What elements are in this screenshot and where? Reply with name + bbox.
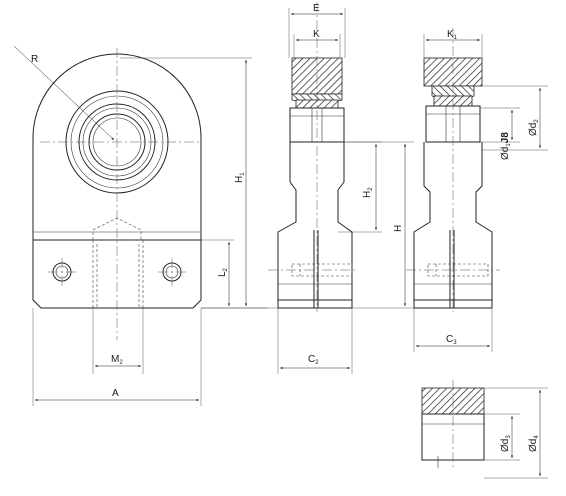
dimension-L2: L2	[201, 239, 234, 306]
svg-text:L2: L2	[217, 267, 229, 277]
svg-text:K1: K1	[447, 29, 458, 41]
dimension-H: H	[344, 141, 414, 306]
front-view	[32, 48, 202, 340]
svg-text:C2: C2	[308, 354, 319, 366]
label-H1: H	[234, 176, 245, 183]
dimension-M2: M2	[92, 308, 144, 374]
label-H2: H	[362, 191, 373, 198]
label-C2: C	[308, 354, 315, 365]
bearing-detail	[421, 380, 485, 468]
dimension-d4: Ød4	[484, 387, 548, 479]
svg-text:Ød4: Ød4	[528, 435, 540, 452]
label-C3: C	[446, 334, 453, 345]
radius-dimension: R	[13, 45, 115, 141]
label-L2: L	[217, 271, 228, 277]
dimension-K1: K1	[423, 29, 483, 58]
dimension-d2: Ød2	[482, 85, 548, 151]
label-K: K	[313, 29, 320, 40]
section-view	[406, 28, 500, 312]
svg-text:C3: C3	[446, 334, 457, 346]
svg-text:Ød3: Ød3	[500, 435, 512, 452]
dimension-K: K	[293, 29, 341, 58]
dimension-d1: Ød1J8	[480, 107, 520, 160]
dimension-C2: C2	[277, 308, 353, 374]
dimension-d3: Ød3	[484, 413, 520, 461]
label-A: A	[112, 388, 119, 399]
label-R: R	[31, 54, 38, 65]
label-M2: M	[111, 354, 119, 365]
label-K1: K	[447, 29, 454, 40]
dimension-A: A	[32, 308, 202, 406]
label-E: E	[313, 3, 320, 14]
label-H: H	[393, 225, 404, 232]
dimension-E: E	[288, 3, 346, 58]
svg-text:Ød1J8: Ød1J8	[500, 132, 512, 160]
side-view	[268, 2, 358, 312]
label-d2: Ød	[528, 123, 539, 136]
label-d1: Ød	[500, 147, 511, 160]
svg-text:M2: M2	[111, 354, 123, 366]
dimension-C3: C3	[413, 308, 493, 352]
dimension-H1: H1	[120, 57, 268, 309]
svg-text:H2: H2	[362, 187, 374, 198]
dimension-H2: H2	[338, 141, 382, 233]
svg-text:H1: H1	[234, 172, 246, 183]
label-d4: Ød	[528, 439, 539, 452]
svg-text:Ød2: Ød2	[528, 119, 540, 136]
label-d3: Ød	[500, 439, 511, 452]
